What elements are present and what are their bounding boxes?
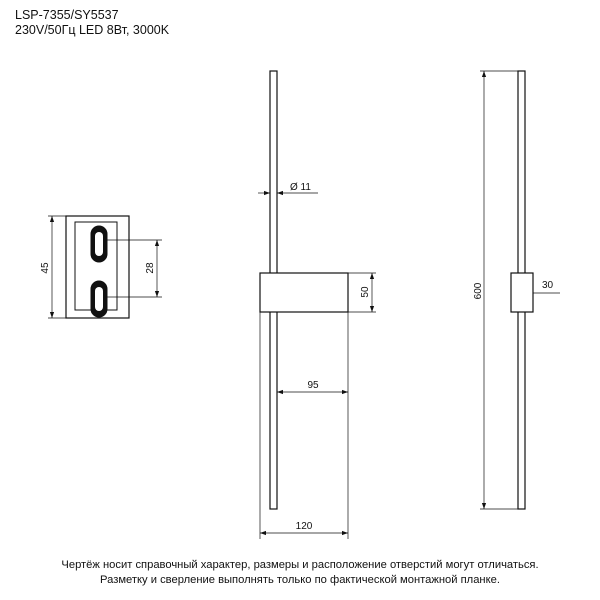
mount-depth-label: 95 [307, 380, 319, 391]
mounting-plate-outer [65, 215, 130, 319]
mounting-plate-view [65, 215, 130, 319]
disclaimer-line-1: Чертёж носит справочный характер, размер… [61, 559, 539, 571]
tube-diameter-label: Ø 11 [290, 182, 311, 193]
side-view [259, 70, 349, 510]
disclaimer-line-2: Разметку и сверление выполнять только по… [100, 574, 500, 586]
front-view [510, 70, 534, 510]
mount-body-front [510, 272, 534, 313]
overall-length-label: 600 [473, 282, 484, 299]
overall-depth-label: 120 [296, 521, 313, 532]
mount-body-side [259, 272, 349, 313]
model-number: LSP-7355/SY5537 [15, 8, 119, 22]
electrical-specs: 230V/50Гц LED 8Вт, 3000K [15, 23, 170, 37]
mount-height-label: 50 [360, 286, 371, 298]
mount-width-label: 30 [542, 280, 554, 291]
hole-spacing-label: 28 [145, 262, 156, 274]
plate-height-label: 45 [40, 262, 51, 274]
